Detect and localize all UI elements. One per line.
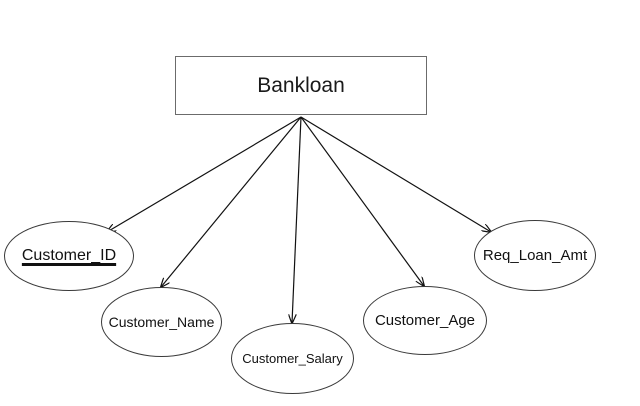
attribute-customer-name: Customer_Name	[101, 287, 222, 357]
attribute-label-customer-age: Customer_Age	[374, 312, 476, 329]
connector-customer-salary	[292, 116, 302, 323]
connector-customer-id	[107, 116, 302, 232]
attribute-customer-id: Customer_ID	[4, 221, 134, 291]
attribute-req-loan-amt: Req_Loan_Amt	[474, 220, 596, 291]
entity-box: Bankloan	[175, 56, 427, 115]
attribute-label-customer-salary: Customer_Salary	[242, 351, 343, 366]
attribute-label-customer-id: Customer_ID	[21, 247, 117, 264]
connector-req-loan-amt	[300, 116, 491, 232]
attribute-customer-age: Customer_Age	[363, 286, 487, 355]
attribute-label-customer-name: Customer_Name	[108, 314, 215, 330]
attribute-customer-salary: Customer_Salary	[231, 323, 354, 394]
connector-customer-name	[161, 116, 302, 287]
attribute-label-req-loan-amt: Req_Loan_Amt	[482, 247, 588, 264]
connector-customer-age	[300, 116, 424, 286]
entity-title: Bankloan	[257, 73, 345, 97]
